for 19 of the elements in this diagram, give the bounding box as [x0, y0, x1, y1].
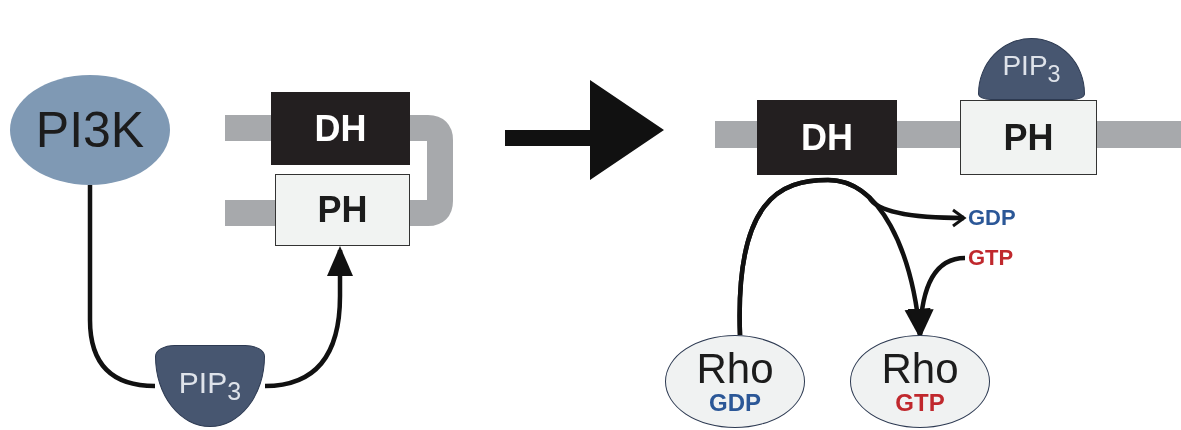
- domain-block: [757, 100, 897, 175]
- domain-block: [275, 174, 410, 246]
- node-label: PI3K: [35, 105, 145, 155]
- node-label: DH: [314, 110, 367, 147]
- nucleotide-label: GTP: [895, 389, 945, 416]
- domain-block: [271, 92, 410, 165]
- node-label: PH: [317, 192, 368, 228]
- protein-name: Rho: [696, 347, 774, 390]
- domain-block: [960, 100, 1097, 175]
- arrow: [737, 177, 966, 335]
- node-label: PH: [1003, 119, 1054, 156]
- molecule-label: GTP: [968, 243, 1038, 273]
- arrow: [264, 246, 353, 389]
- node-label: PIP$_{3}$: [178, 368, 242, 404]
- node-label: DH: [801, 119, 853, 156]
- node-label: PIP$_{3}$: [1002, 52, 1061, 86]
- molecule-label: GDP: [968, 203, 1038, 233]
- nucleotide-label: GDP: [709, 389, 761, 416]
- protein-name: Rho: [881, 347, 959, 390]
